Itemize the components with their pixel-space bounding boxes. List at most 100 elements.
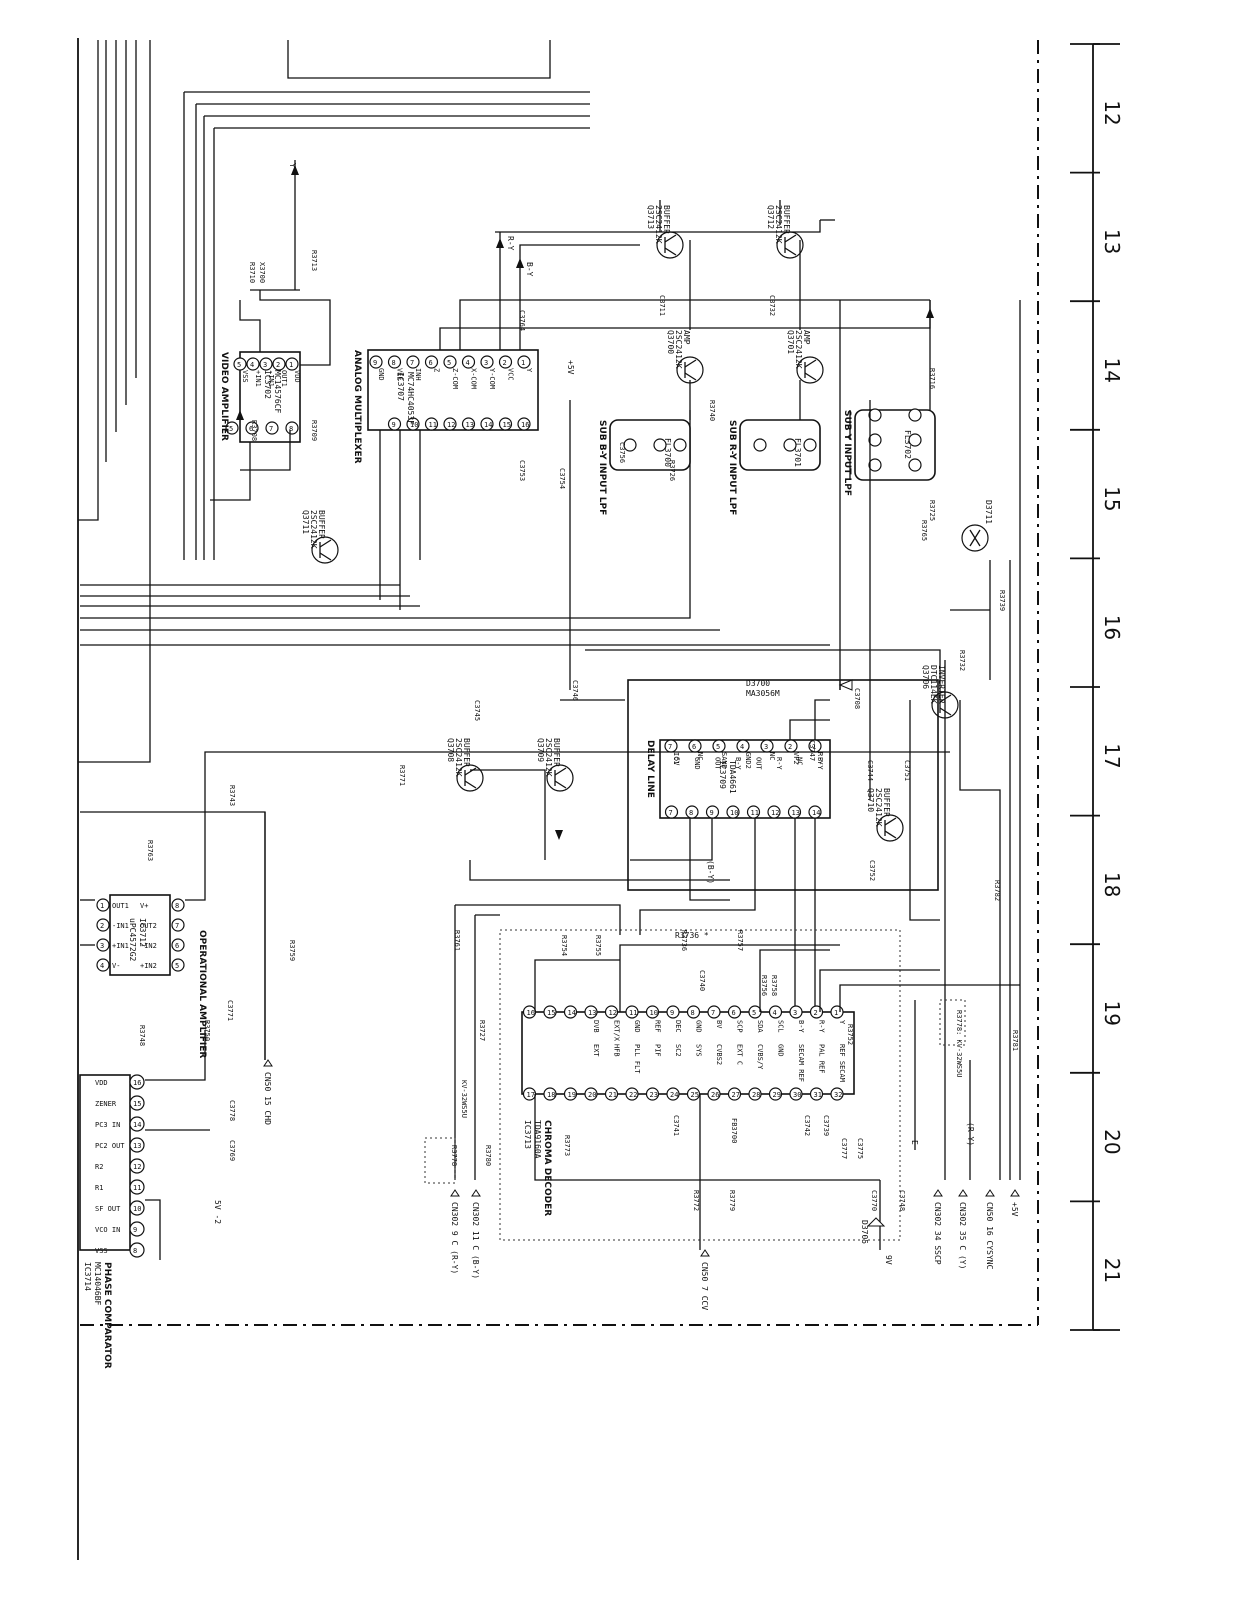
ic-pin <box>768 1005 783 1019</box>
net-labels: +5V Y B-Y R-Y (B-Y) (R-Y) E 9V <box>288 163 975 1265</box>
pin-label: GND <box>633 1020 641 1033</box>
ic-pin <box>604 1087 619 1101</box>
net-y-1: Y <box>288 163 297 168</box>
component-ref: R3748 <box>138 1025 146 1046</box>
ic-pin <box>666 1005 680 1019</box>
connector: CN302 35 C (Y) <box>958 1189 968 1269</box>
net-plus5v: +5V <box>566 360 575 375</box>
ic-pin <box>809 1087 824 1101</box>
pin-label: NC <box>768 752 776 760</box>
component-ref: C3747 <box>808 740 816 761</box>
pin-number: 32 <box>834 1091 842 1099</box>
ic3707-ref: IC3707 <box>396 372 405 401</box>
grid-number: 16 <box>1100 615 1124 640</box>
d3700-ref: D3700 <box>746 679 770 688</box>
pin-label: Y <box>525 368 533 373</box>
ic-pin <box>727 1005 742 1019</box>
pin-label: -IN2 <box>140 942 157 950</box>
fl3702-ref: FL3702 <box>903 430 912 459</box>
grid-number: 17 <box>1100 743 1124 768</box>
pin-number: 11 <box>751 809 759 817</box>
component-ref: C3708 <box>853 688 861 709</box>
filter-pin <box>908 433 922 447</box>
filter-pin <box>653 438 667 452</box>
component-ref: C3741 <box>672 1115 680 1136</box>
ic-pin <box>369 355 383 369</box>
ic3713-desc: CHROMA DECODER <box>542 1120 552 1216</box>
grid-number: 19 <box>1100 1001 1124 1026</box>
transistor-part: 2SC2412K <box>794 330 803 369</box>
component-ref: C3753 <box>518 460 526 481</box>
transistor-part: 2SC2412K <box>774 205 783 244</box>
ic-pin <box>96 938 110 952</box>
pin-number: 20 <box>588 1091 596 1099</box>
ic3709-part: TDA4661 <box>728 760 737 794</box>
pin-number: 23 <box>650 1091 658 1099</box>
filter-pin <box>803 438 817 452</box>
ic-pin <box>443 417 457 431</box>
transistor-part: DTC114EK <box>929 665 938 704</box>
component-ref: C3752 <box>868 860 876 881</box>
pin-number: 8 <box>289 425 293 433</box>
ic-pin <box>543 1087 557 1101</box>
filters: SUB B-Y INPUT LPF FL3700 SUB R-Y INPUT L… <box>597 408 936 515</box>
component-ref: R3713 <box>310 250 318 271</box>
ic-pin <box>768 1087 783 1101</box>
pin-number: 6 <box>692 743 696 751</box>
component-ref: R3758 <box>770 975 778 996</box>
ic3709-desc: DELAY LINE <box>645 740 655 798</box>
component-ref: R3754 <box>560 935 568 956</box>
pin-label: B-Y <box>734 757 742 770</box>
pin-label: VCO IN <box>95 1226 120 1234</box>
component-ref: C3744 <box>866 760 874 781</box>
pin-label: CVBS/Y <box>756 1044 764 1070</box>
connector: CN50 15 CHD <box>263 1059 273 1125</box>
pin-label: VSS <box>241 370 249 383</box>
connector-label: CN50 15 CHD <box>263 1072 272 1125</box>
component-ref: R3755 <box>594 935 602 956</box>
pin-number: 1 <box>521 359 525 367</box>
pin-number: 10 <box>410 421 418 429</box>
ic3709-ref: IC3709 <box>718 760 727 789</box>
transistor-ref: Q3709 <box>536 738 545 762</box>
pin-number: 28 <box>752 1091 760 1099</box>
pin-number: 3 <box>764 743 768 751</box>
pin-label: NC <box>796 757 804 765</box>
grid-number: 13 <box>1100 229 1124 254</box>
pin-number: 5 <box>237 361 241 369</box>
ic-pin <box>129 1074 145 1090</box>
pin-label: SCL <box>777 1020 785 1033</box>
component-ref: R3773 <box>563 1135 571 1156</box>
transistor-part: 2SC2412K <box>309 510 318 549</box>
ic-pin <box>789 1087 803 1101</box>
pin-number: 6 <box>249 425 253 433</box>
filter-pin <box>908 458 922 472</box>
pin-number: 26 <box>711 1091 719 1099</box>
pin-number: 7 <box>175 922 179 930</box>
ic-pin <box>129 1158 145 1174</box>
ic-pin <box>171 958 185 972</box>
component-ref: R3756 <box>760 975 768 996</box>
pin-number: 24 <box>670 1091 678 1099</box>
pin-number: 16 <box>521 421 529 429</box>
pin-number: 13 <box>792 809 800 817</box>
ic-pin <box>666 1087 680 1101</box>
pin-label: Y-COM <box>488 368 496 389</box>
pin-label: B-Y <box>816 757 824 770</box>
pin-label: OUT1 <box>112 902 129 910</box>
note-r3778: R3778: KV-32WS5U <box>955 1010 963 1077</box>
pin-label: REF <box>654 1020 662 1033</box>
ic-pin <box>171 918 185 932</box>
pin-label: IC1 <box>672 752 680 765</box>
pin-number: 2 <box>100 922 104 930</box>
pin-number: 15 <box>547 1009 555 1017</box>
pin-label: V+ <box>140 902 148 910</box>
ic3713-part: TDA9160A <box>533 1120 542 1159</box>
ic-pin <box>129 1221 145 1237</box>
component-ref: C3769 <box>228 1140 236 1161</box>
pin-number: 2 <box>788 743 792 751</box>
